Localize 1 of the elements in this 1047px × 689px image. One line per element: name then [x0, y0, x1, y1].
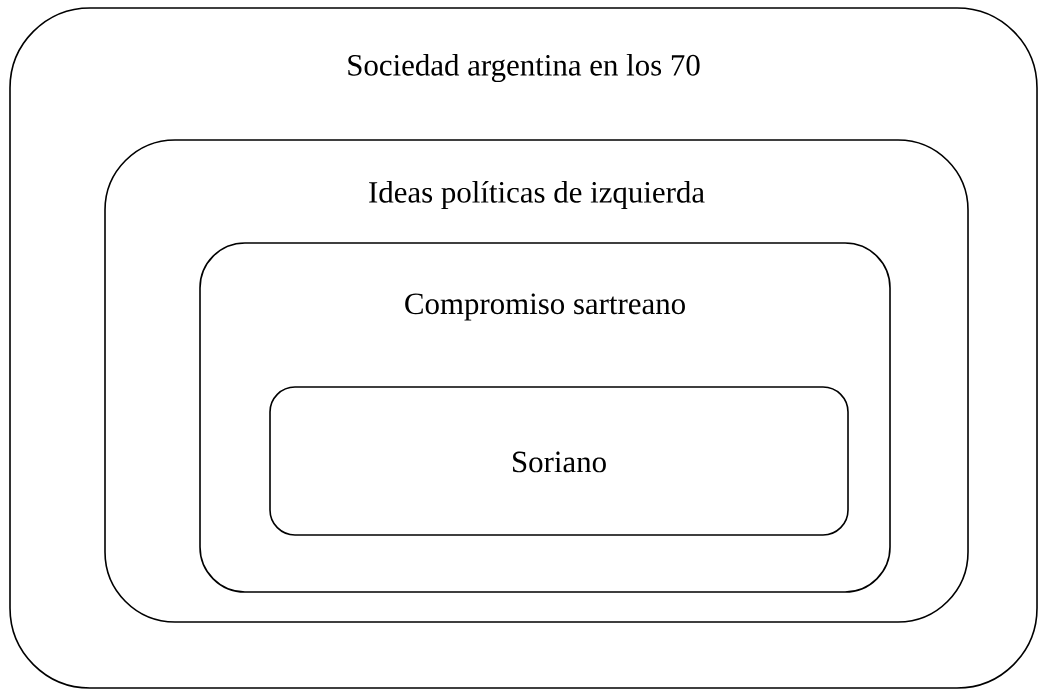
rounded-box: Soriano: [269, 386, 849, 536]
